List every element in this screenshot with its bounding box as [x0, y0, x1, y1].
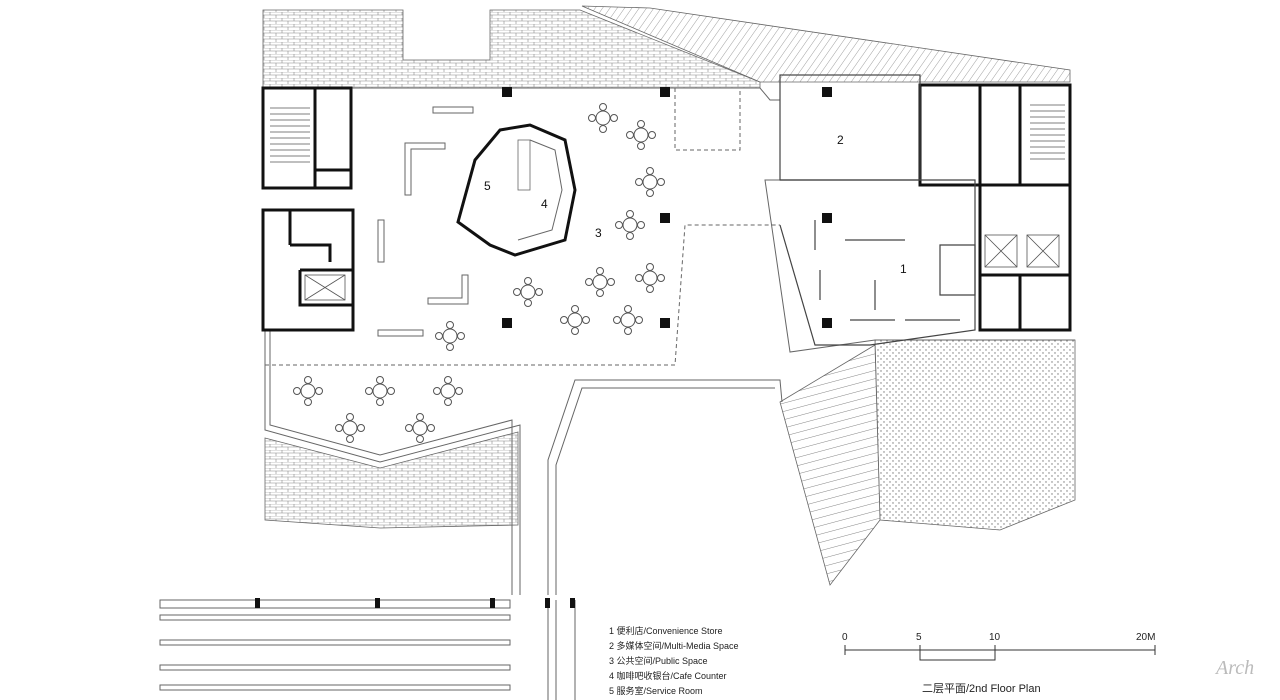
- legend-item-convenience-store: 1 便利店/Convenience Store: [609, 626, 723, 636]
- legend-item-multi-media-space: 2 多媒体空间/Multi-Media Space: [609, 641, 739, 651]
- legend-item-public-space: 3 公共空间/Public Space: [609, 656, 708, 666]
- left-stair: [270, 107, 346, 301]
- store-walls: [779, 74, 976, 346]
- plan-title: 二层平面/2nd Floor Plan: [922, 683, 1041, 695]
- lower-facade-posts: [255, 598, 575, 608]
- cafe-counter: [456, 123, 577, 257]
- room-number-4: 4: [541, 197, 548, 211]
- room-number-2: 2: [837, 133, 844, 147]
- watermark-logo: Arch: [1214, 657, 1254, 679]
- legend-item-cafe-counter: 4 咖啡吧收银台/Cafe Counter: [609, 671, 727, 681]
- legend: 1 便利店/Convenience Store 2 多媒体空间/Multi-Me…: [609, 624, 739, 699]
- slab-outline: [264, 87, 1075, 595]
- scale-tick-5: 5: [916, 632, 922, 643]
- right-core: [918, 83, 1072, 332]
- lower-facade: [159, 599, 576, 700]
- left-core: [261, 86, 355, 332]
- watermark-text: Arch: [1214, 657, 1254, 679]
- scale-tick-20: 20M: [1136, 632, 1155, 643]
- room-number-5: 5: [484, 179, 491, 193]
- legend-item-service-room: 5 服务室/Service Room: [609, 686, 703, 696]
- right-stair: [984, 104, 1065, 268]
- counters: [377, 106, 474, 337]
- scale-tick-0: 0: [842, 632, 848, 643]
- brick-paving: [262, 5, 1071, 529]
- room-number-1: 1: [900, 262, 907, 276]
- room-number-3: 3: [595, 226, 602, 240]
- scale-tick-10: 10: [989, 632, 1001, 643]
- scale-bar: [844, 645, 1156, 661]
- terrace-steps: [779, 339, 1076, 586]
